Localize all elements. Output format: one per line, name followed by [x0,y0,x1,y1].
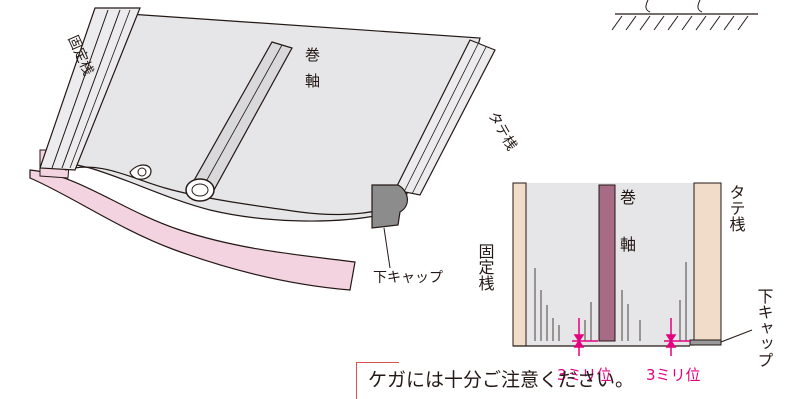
gap-marker-right [664,318,690,356]
roller-shaft-bar [598,184,616,342]
label-vertical-frame-right: タテ桟 [727,184,746,232]
gap-marker-left [572,318,598,356]
label-bottom-cap-left: 下キャップ [373,270,443,286]
warning-box [356,362,399,399]
fixed-frame-bar [512,182,527,347]
label-roller-shaft-right-2: 軸 [620,235,636,254]
label-gap-left: 3ミリ位 [557,366,612,384]
label-vertical-frame-left: タテ桟 [485,109,520,153]
bottom-cap-leader-right [720,329,753,343]
roller-shaft-tube [129,41,293,202]
label-gap-right: 3ミリ位 [646,366,701,384]
perspective-illustration: 固定桟 巻 軸 タテ桟 下キャップ [29,7,520,291]
warning-text: ケガには十分ご注意ください。 [368,369,635,391]
label-roller-shaft-left-2: 軸 [305,72,320,90]
label-roller-shaft-left-1: 巻 [305,46,320,64]
screen-bottom-edge [64,166,381,216]
vertical-frame-bar [693,182,722,341]
bottom-cap-leader [383,227,391,269]
bottom-cap-part [371,184,408,229]
label-bottom-cap-right: 下キャップ [755,288,774,368]
pink-sheet [29,169,356,291]
label-fixed-frame-right: 固定桟 [476,243,495,291]
fixed-frame-rail [39,7,141,171]
cross-section-illustration: 巻 軸 固定桟 タテ桟 下キャップ 3ミリ位 3ミリ位 [476,182,774,384]
label-roller-shaft-right-1: 巻 [620,188,636,207]
fringe-lines [534,262,687,341]
bottom-cap-bar [689,339,722,346]
vertical-frame-rail [394,39,496,196]
ground-detail [611,0,758,31]
